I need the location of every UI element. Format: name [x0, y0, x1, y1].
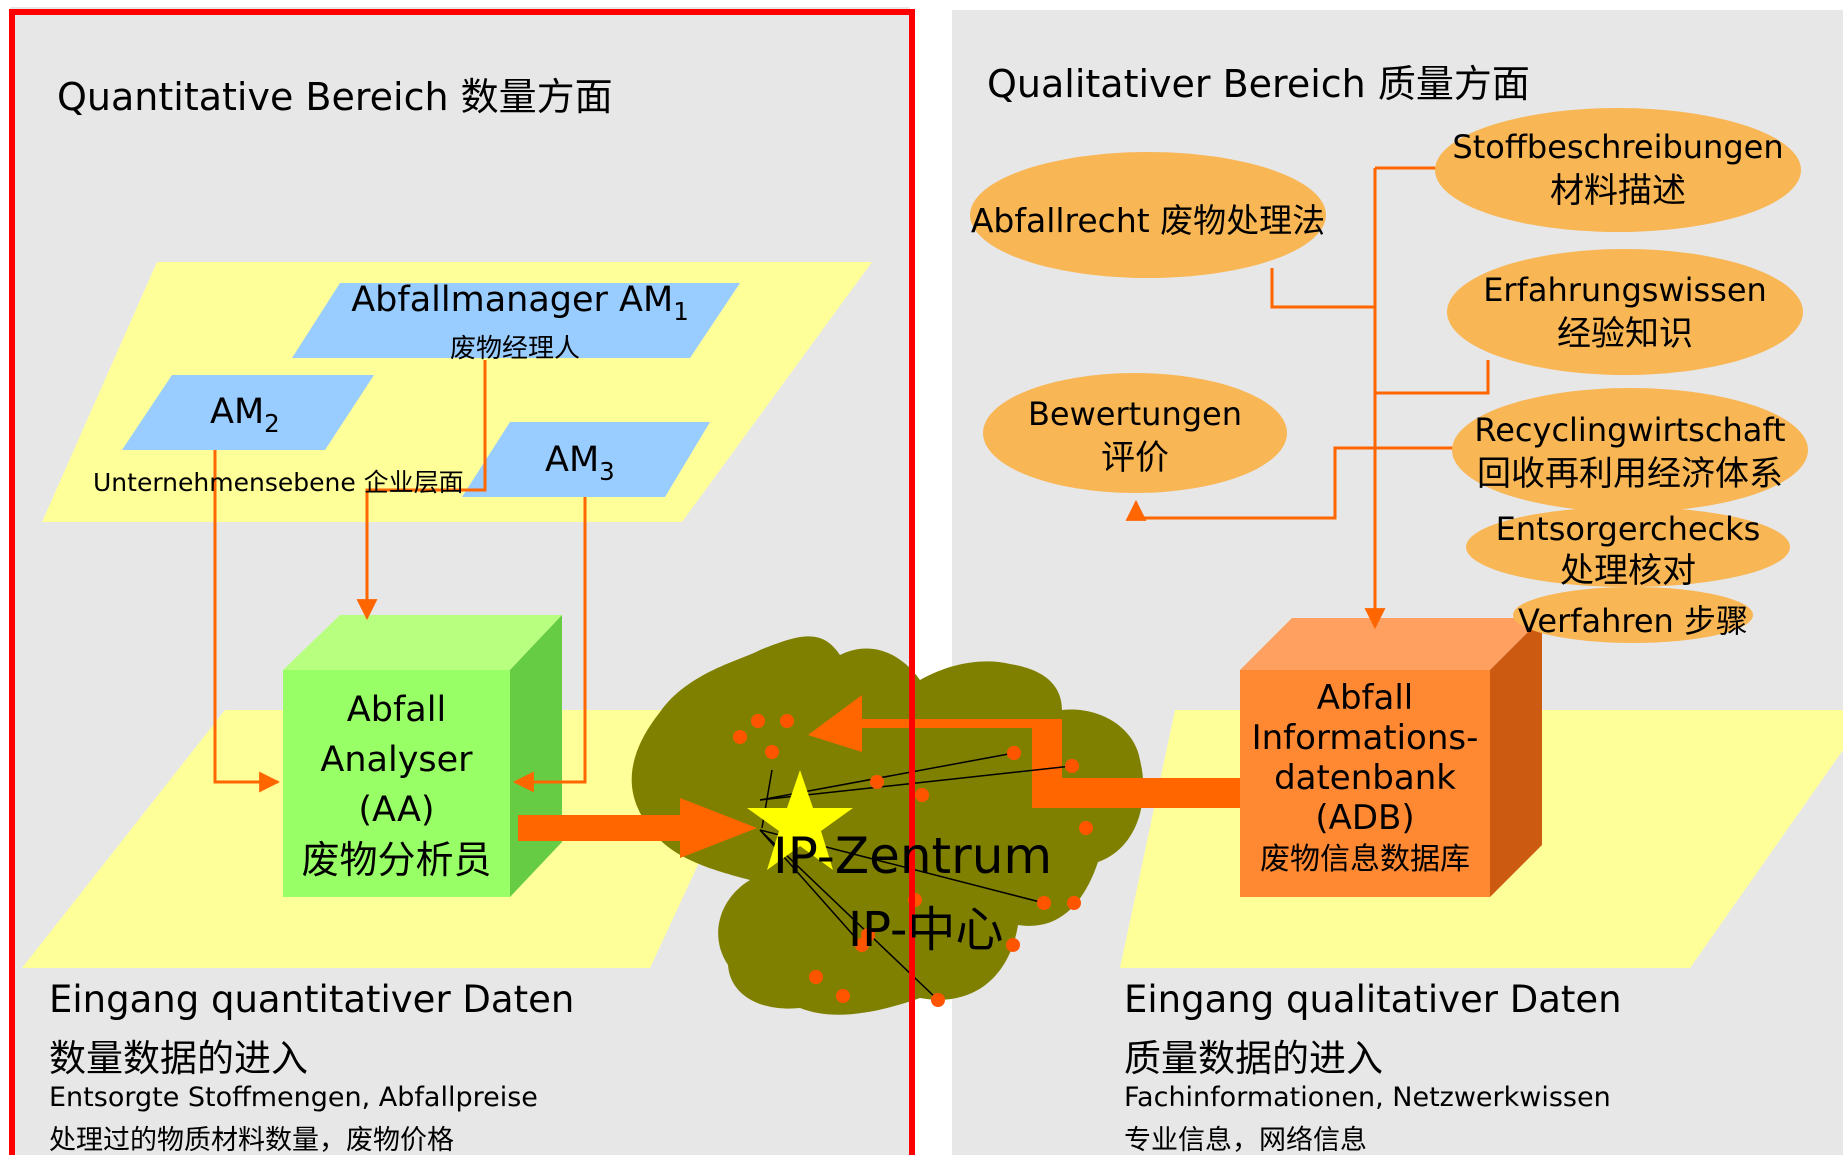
analyser-chinese: 废物分析员: [301, 838, 492, 882]
analyser-label: Abfall Analyser (AA) 废物分析员: [283, 685, 510, 885]
recycling-label: Recyclingwirtschaft 回收再利用经济体系: [1452, 408, 1808, 496]
entsorger-text: Entsorgerchecks: [1495, 510, 1761, 548]
center-title-cn: IP-中心: [848, 902, 1004, 958]
database-cube-side: [1490, 618, 1542, 897]
entsorger-label: Entsorgerchecks 处理核对: [1466, 508, 1790, 592]
recycling-bubble: [1452, 388, 1808, 512]
database-cube-top: [1240, 618, 1542, 670]
ip-star: [747, 770, 853, 870]
stoff-text: Stoffbeschreibungen: [1452, 128, 1784, 166]
stoff-label: Stoffbeschreibungen 材料描述: [1435, 125, 1801, 213]
left-input-heading: Eingang quantitativer Daten: [49, 978, 575, 1021]
database-to-center-arrow: [808, 695, 1240, 808]
right-input-detail: Fachinformationen, Netzwerkwissen: [1124, 1082, 1611, 1113]
am3-label: AM3: [545, 440, 615, 486]
am1-chinese: 废物经理人: [449, 334, 580, 364]
bewertungen-bubble: [983, 373, 1287, 493]
database-chinese: 废物信息数据库: [1260, 842, 1470, 877]
erfahrung-text: Erfahrungswissen: [1483, 271, 1767, 309]
am1-label: Abfallmanager AM1: [340, 280, 700, 326]
erfahrung-bubble: [1447, 249, 1803, 375]
left-input-heading-cn: 数量数据的进入: [49, 1037, 308, 1080]
connector-lines: [213, 166, 1490, 793]
right-input-heading: Eingang qualitativer Daten: [1124, 978, 1622, 1021]
am1-text: Abfallmanager AM: [351, 280, 674, 320]
analyser-line2: Analyser: [320, 740, 473, 780]
am2-text: AM: [210, 392, 265, 432]
analyser-line1: Abfall: [346, 690, 447, 730]
am3-subscript: 3: [599, 456, 615, 486]
entsorger-bubble: [1466, 507, 1790, 587]
enterprise-plane-label: Unternehmensebene 企业层面: [93, 468, 464, 497]
bewertungen-text: Bewertungen: [1027, 395, 1243, 433]
am2-label: AM2: [210, 392, 280, 438]
entsorger-text-cn: 处理核对: [1560, 551, 1696, 591]
analyser-to-center-arrow: [518, 798, 757, 858]
center-title: IP-Zentrum: [773, 827, 1053, 885]
abfallrecht-bubble: [970, 152, 1326, 278]
erfahrung-label: Erfahrungswissen 经验知识: [1447, 268, 1803, 356]
analyser-cube-front: [283, 670, 510, 897]
am1-parallelogram: [292, 283, 740, 358]
abfallrecht-label: Abfallrecht 废物处理法: [970, 201, 1326, 240]
ip-blob: [631, 636, 1144, 1015]
am2-parallelogram: [122, 375, 374, 450]
database-line1: Abfall: [1316, 678, 1414, 718]
network-dots: [733, 714, 1093, 1007]
left-input-detail-cn: 处理过的物质材料数量，废物价格: [49, 1125, 454, 1156]
recycling-text-cn: 回收再利用经济体系: [1477, 454, 1783, 494]
left-panel-border: [9, 9, 915, 1155]
stoff-text-cn: 材料描述: [1550, 171, 1686, 211]
recycling-text: Recyclingwirtschaft: [1474, 411, 1786, 449]
bewertungen-text-cn: 评价: [1101, 438, 1169, 478]
database-line3: datenbank: [1274, 758, 1456, 798]
am3-parallelogram: [462, 422, 710, 497]
stoff-bubble: [1435, 108, 1801, 232]
bubbles: [970, 108, 1808, 643]
analyser-cube-top: [283, 615, 562, 670]
verfahren-bubble: [1513, 587, 1753, 643]
right-panel-title: Qualitativer Bereich 质量方面: [987, 62, 1530, 106]
verfahren-label: Verfahren 步骤: [1517, 602, 1748, 640]
am3-text: AM: [545, 440, 600, 480]
left-panel-title: Quantitative Bereich 数量方面: [57, 75, 613, 119]
database-cube-front: [1240, 670, 1490, 897]
analyser-line3: (AA): [358, 790, 435, 830]
left-input-detail: Entsorgte Stoffmengen, Abfallpreise: [49, 1082, 538, 1113]
database-line4: (ADB): [1315, 798, 1415, 838]
am2-subscript: 2: [264, 408, 280, 438]
am1-subscript: 1: [673, 296, 689, 326]
bewertungen-label: Bewertungen 评价: [983, 392, 1287, 480]
database-line2: Informations-: [1251, 718, 1479, 758]
erfahrung-text-cn: 经验知识: [1557, 314, 1693, 354]
right-input-detail-cn: 专业信息，网络信息: [1124, 1125, 1367, 1156]
database-label: Abfall Informations- datenbank (ADB) 废物信…: [1240, 678, 1490, 880]
right-input-heading-cn: 质量数据的进入: [1124, 1037, 1383, 1080]
